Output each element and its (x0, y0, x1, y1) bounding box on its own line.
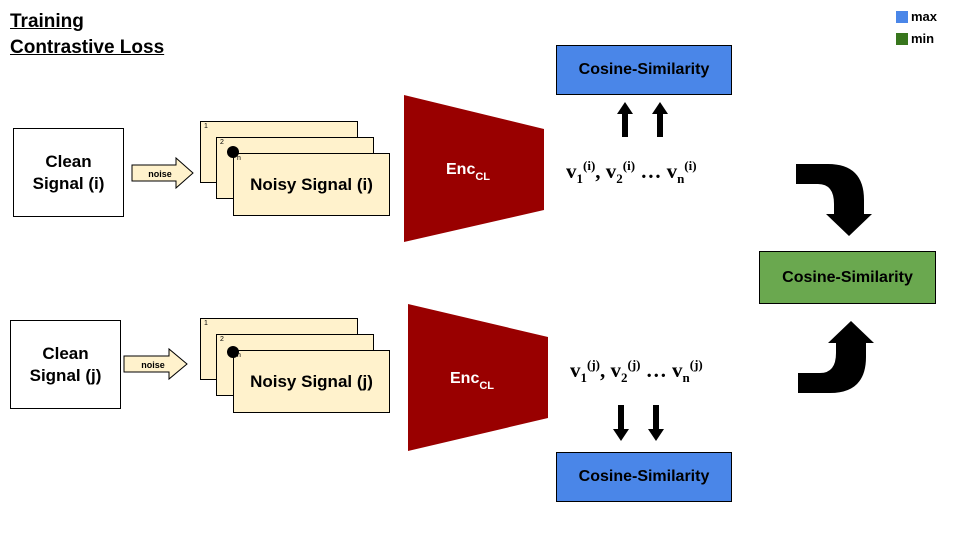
clean-signal-i-line2: Signal (i) (32, 173, 105, 193)
legend-min-swatch (896, 33, 908, 45)
curved-arrow-bottom-icon (798, 321, 874, 393)
up-arrow-2-icon (652, 102, 668, 137)
vectors-j: v1(j), v2(j) … vn(j) (570, 357, 703, 386)
noisy-card-n-j: n Noisy Signal (j) (233, 350, 390, 413)
up-arrow-1-icon (617, 102, 633, 137)
encoder-j-shape (408, 304, 548, 451)
clean-signal-j-line2: Signal (j) (29, 365, 102, 385)
card-dot-i (227, 146, 239, 158)
vectors-i: v1(i), v2(i) … vn(i) (566, 158, 697, 187)
encoder-i-shape (404, 95, 544, 242)
encoder-i-label: EncCL (446, 161, 490, 183)
legend-max-swatch (896, 11, 908, 23)
legend-min-label: min (911, 31, 935, 46)
cosine-similarity-center-box: Cosine-Similarity (759, 251, 936, 304)
noise-arrow-j (123, 347, 188, 381)
noise-label-j: noise (141, 360, 165, 370)
clean-signal-j-line1: Clean (42, 343, 89, 363)
legend-max-label: max (911, 9, 938, 24)
noisy-card-n-i: n Noisy Signal (i) (233, 153, 390, 216)
down-arrow-1-icon (613, 405, 629, 441)
noisy-signal-j-label: Noisy Signal (j) (250, 371, 373, 391)
encoder-j-label: EncCL (450, 370, 494, 392)
title-line-1: Training (10, 11, 84, 32)
cosine-similarity-j-box: Cosine-Similarity (556, 452, 732, 502)
cosine-similarity-i-box: Cosine-Similarity (556, 45, 732, 95)
title-line-2: Contrastive Loss (10, 37, 165, 58)
clean-signal-i-line1: Clean (45, 151, 92, 171)
curved-arrow-top-icon (796, 164, 872, 236)
down-arrow-2-icon (648, 405, 664, 441)
noise-arrow-i (131, 156, 194, 190)
noisy-signal-i-label: Noisy Signal (i) (250, 174, 373, 194)
noise-label-i: noise (148, 169, 172, 179)
card-dot-j (227, 346, 239, 358)
